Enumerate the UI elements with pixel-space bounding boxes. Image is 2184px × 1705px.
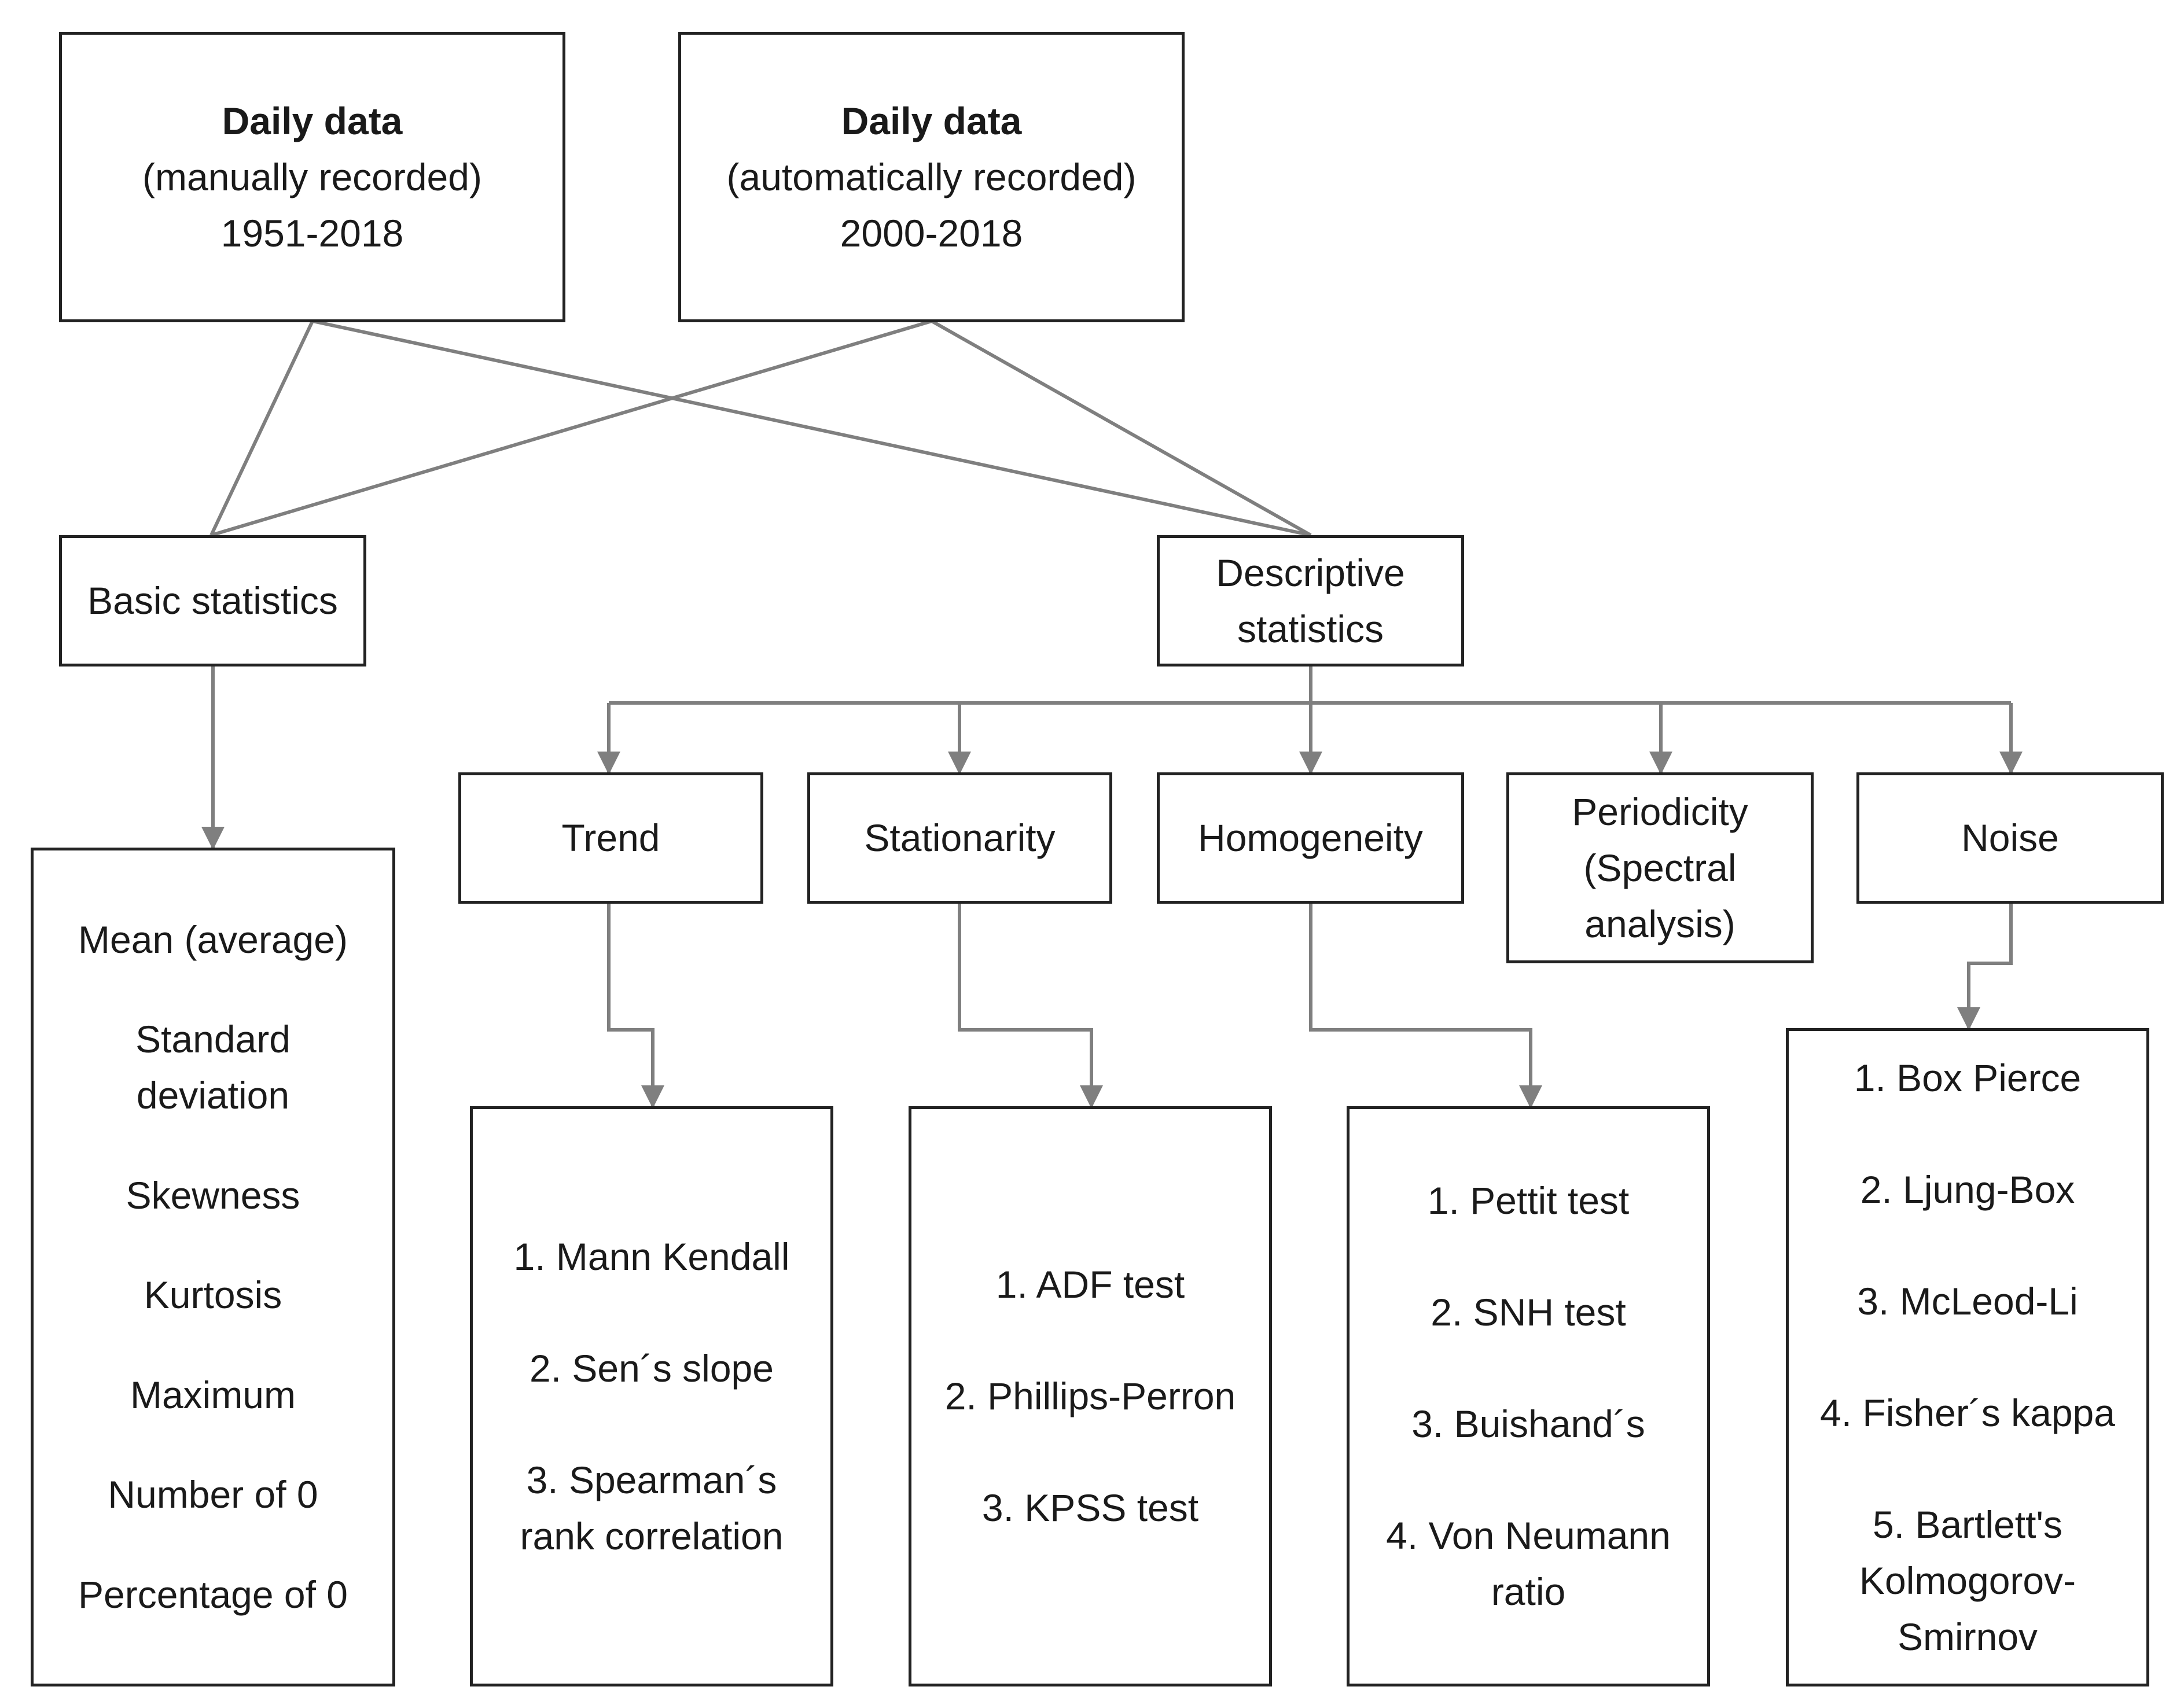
measure-item: Percentage of 0 xyxy=(78,1573,348,1616)
source-box-title: Daily data xyxy=(841,99,1022,142)
elbow-homogeneity-to-methods xyxy=(1309,904,1542,1109)
method-item: 5. Bartlett's Kolmogorov-Smirnov xyxy=(1859,1503,2076,1658)
source-box-period: 1951-2018 xyxy=(220,211,404,255)
measure-item: Maximum xyxy=(130,1373,296,1416)
descriptive-statistics-box: Descriptive statistics xyxy=(1157,535,1464,666)
measure-item: Number of 0 xyxy=(108,1473,318,1516)
category-label: Stationarity xyxy=(864,816,1056,859)
method-item: 1. Pettit test xyxy=(1427,1179,1630,1222)
category-periodicity-box: Periodicity (Spectral analysis) xyxy=(1506,772,1814,963)
method-item: 3. Buishand´s xyxy=(1411,1402,1645,1445)
measure-item: Standard deviation xyxy=(135,1018,291,1117)
category-label: Periodicity (Spectral analysis) xyxy=(1572,790,1748,945)
stationarity-methods-box: 1. ADF test 2. Phillips-Perron 3. KPSS t… xyxy=(909,1106,1272,1686)
connector-manual-to-basic xyxy=(209,320,314,536)
measure-item: Mean (average) xyxy=(78,918,348,961)
source-box-automatic: Daily data (automatically recorded) 2000… xyxy=(678,32,1185,322)
measure-item: Skewness xyxy=(126,1173,300,1217)
method-item: 3. McLeod-Li xyxy=(1857,1279,2078,1323)
measure-item: Kurtosis xyxy=(144,1273,282,1316)
connector-automatic-to-descriptive xyxy=(931,319,1312,537)
method-item: 1. Mann Kendall xyxy=(513,1235,790,1278)
noise-methods-box: 1. Box Pierce 2. Ljung-Box 3. McLeod-Li … xyxy=(1786,1028,2149,1686)
elbow-stationarity-to-methods xyxy=(958,904,1103,1109)
method-item: 2. SNH test xyxy=(1431,1291,1626,1334)
category-stationarity-box: Stationarity xyxy=(807,772,1112,904)
source-box-title: Daily data xyxy=(222,99,403,142)
category-label: Homogeneity xyxy=(1198,816,1423,859)
elbow-trend-to-methods xyxy=(607,904,664,1109)
category-homogeneity-box: Homogeneity xyxy=(1157,772,1464,904)
basic-statistics-label: Basic statistics xyxy=(87,579,338,622)
source-box-subtitle: (manually recorded) xyxy=(142,155,482,198)
source-box-period: 2000-2018 xyxy=(840,211,1023,255)
method-item: 4. Fisher´s kappa xyxy=(1820,1391,2115,1434)
method-item: 3. Spearman´s rank correlation xyxy=(520,1458,784,1557)
method-item: 2. Ljung-Box xyxy=(1860,1168,2075,1211)
trend-methods-box: 1. Mann Kendall 2. Sen´s slope 3. Spearm… xyxy=(470,1106,833,1686)
source-box-subtitle: (automatically recorded) xyxy=(726,155,1137,198)
method-item: 2. Sen´s slope xyxy=(530,1346,774,1390)
category-noise-box: Noise xyxy=(1856,772,2164,904)
basic-statistics-measures-box: Mean (average) Standard deviation Skewne… xyxy=(31,848,395,1686)
category-trend-box: Trend xyxy=(458,772,763,904)
method-item: 3. KPSS test xyxy=(981,1486,1199,1529)
category-label: Trend xyxy=(561,816,660,859)
descriptive-statistics-label: Descriptive statistics xyxy=(1216,551,1405,650)
method-item: 1. ADF test xyxy=(995,1263,1185,1306)
basic-statistics-box: Basic statistics xyxy=(59,535,366,666)
category-label: Noise xyxy=(1961,816,2059,859)
method-item: 1. Box Pierce xyxy=(1854,1056,2082,1099)
elbow-noise-to-methods xyxy=(1957,904,2013,1030)
connector-manual-to-descriptive xyxy=(312,319,1311,537)
homogeneity-methods-box: 1. Pettit test 2. SNH test 3. Buishand´s… xyxy=(1347,1106,1710,1686)
source-box-manual: Daily data (manually recorded) 1951-2018 xyxy=(59,32,565,322)
method-item: 4. Von Neumann ratio xyxy=(1386,1514,1671,1613)
method-item: 2. Phillips-Perron xyxy=(944,1375,1236,1417)
connector-automatic-to-basic xyxy=(211,319,932,537)
